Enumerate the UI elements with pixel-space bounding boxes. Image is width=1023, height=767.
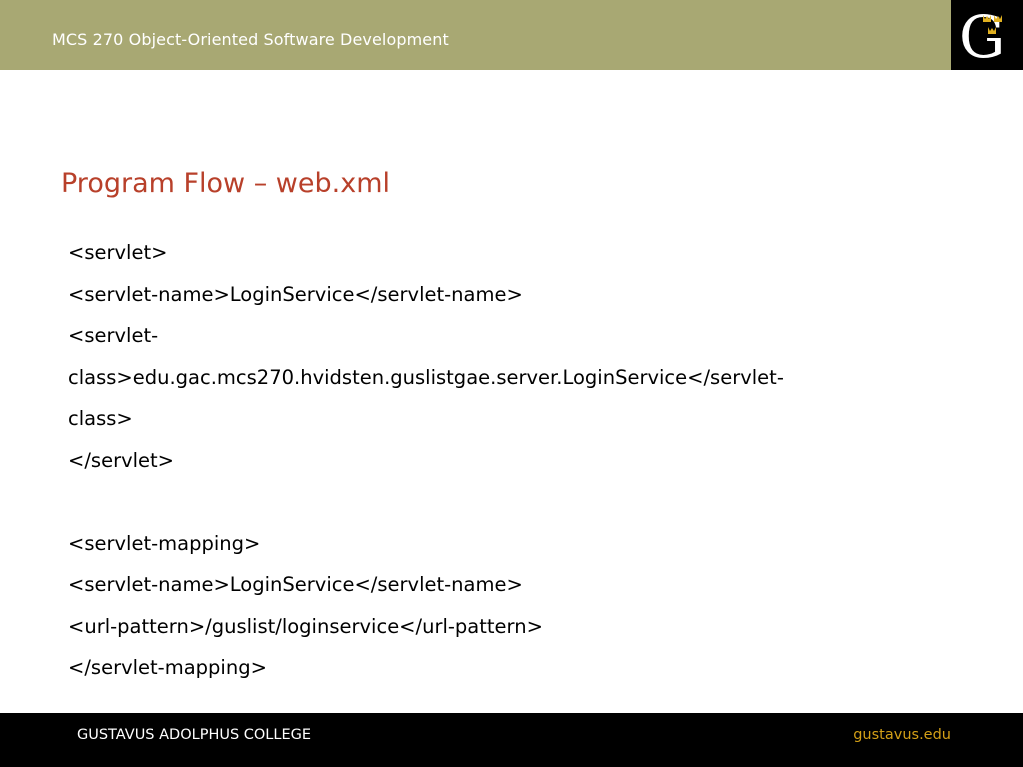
code-line: class>edu.gac.mcs270.hvidsten.guslistgae…: [68, 365, 784, 389]
college-url-link[interactable]: gustavus.edu: [853, 727, 951, 743]
code-line: <url-pattern>/guslist/loginservice</url-…: [68, 614, 543, 638]
code-line: </servlet>: [68, 448, 175, 472]
slide-header: MCS 270 Object-Oriented Software Develop…: [0, 0, 951, 70]
code-line: </servlet-mapping>: [68, 656, 267, 679]
college-logo: G: [951, 0, 1023, 70]
course-title: MCS 270 Object-Oriented Software Develop…: [52, 30, 449, 49]
code-line: <servlet-name>LoginService</servlet-name…: [68, 282, 523, 306]
code-line: <servlet-: [68, 324, 159, 347]
gustavus-g-crowns-logo-icon: G: [959, 5, 1005, 65]
code-line: <servlet>: [68, 241, 168, 264]
code-line: <servlet-mapping>: [68, 531, 261, 555]
slide-footer: GUSTAVUS ADOLPHUS COLLEGE gustavus.edu: [0, 713, 1023, 767]
code-line: <servlet-name>LoginService</servlet-name…: [68, 573, 523, 596]
code-block: <servlet> <servlet-name>LoginService</se…: [68, 232, 938, 689]
code-line: class>: [68, 407, 133, 430]
code-line-blank: [68, 481, 938, 523]
svg-text:G: G: [959, 5, 1005, 65]
slide-title: Program Flow – web.xml: [61, 168, 390, 199]
college-name: GUSTAVUS ADOLPHUS COLLEGE: [77, 727, 312, 743]
